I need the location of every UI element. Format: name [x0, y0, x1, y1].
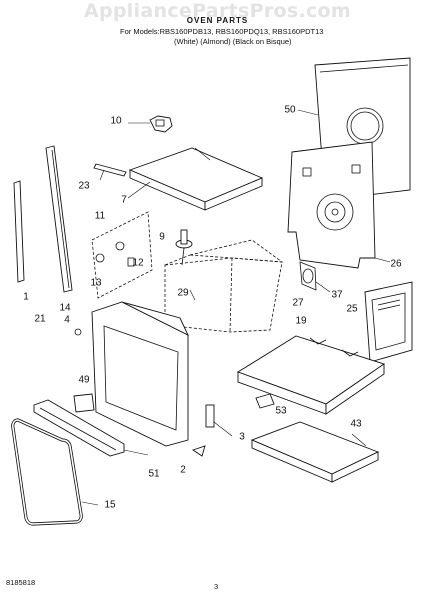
- part-19-bottom-panel: [236, 335, 386, 415]
- callout-37: 37: [331, 289, 343, 301]
- part-43-bottom-cover: [250, 421, 380, 483]
- doc-number: 8185818: [6, 578, 36, 587]
- callout-14: 14: [59, 302, 71, 314]
- callout-3: 3: [239, 431, 245, 443]
- part-2-small-part: [191, 445, 206, 457]
- callout-53: 53: [275, 405, 287, 417]
- callout-21: 21: [34, 313, 46, 325]
- part-53-bracket: [255, 393, 275, 409]
- callout-27: 27: [292, 297, 304, 309]
- callout-49: 49: [78, 374, 90, 386]
- part-9-thermostat: [175, 229, 193, 266]
- model-colors: (White) (Almond) (Black on Bisque): [174, 37, 292, 46]
- watermark: AppliancePartsPros.com: [83, 0, 351, 22]
- part-37-gasket: [299, 261, 331, 293]
- callout-13: 13: [90, 277, 102, 289]
- callout-19: 19: [295, 315, 307, 327]
- model-numbers: For Models:RBS160PDB13, RBS160PDQ13, RBS…: [120, 27, 324, 36]
- part-14-front-frame: [74, 301, 189, 447]
- callout-23: 23: [78, 180, 90, 192]
- part-11-13-control-bracket: [91, 211, 153, 299]
- callout-12: 12: [132, 257, 144, 269]
- callout-29: 29: [177, 287, 189, 299]
- callout-26: 26: [390, 258, 402, 270]
- callout-51: 51: [148, 468, 160, 480]
- callout-1: 1: [23, 291, 29, 303]
- callout-50: 50: [284, 104, 296, 116]
- part-25-inner-panel: [364, 281, 413, 363]
- part-26-rear-bracket: [287, 141, 391, 269]
- callout-43: 43: [350, 418, 362, 430]
- callout-4: 4: [64, 314, 70, 326]
- callout-7: 7: [121, 194, 127, 206]
- callout-11: 11: [94, 210, 106, 222]
- part-10-clip: [128, 115, 173, 133]
- part-49-lower-strip: [73, 393, 95, 413]
- page-number: 3: [214, 582, 219, 591]
- part-27-oven-cavity: [164, 239, 284, 333]
- callout-25: 25: [346, 303, 358, 315]
- callout-10: 10: [110, 115, 122, 127]
- callout-15: 15: [104, 499, 116, 511]
- part-21-side-trim: [45, 145, 73, 293]
- callout-2: 2: [180, 464, 186, 476]
- part-15-door-gasket: [11, 418, 99, 526]
- part-7-top-panel: [127, 147, 264, 211]
- part-23-bar: [93, 163, 127, 181]
- callout-9: 9: [159, 231, 165, 243]
- part-3-clip: [205, 404, 233, 437]
- part-51-vent-trim: [33, 399, 149, 457]
- part-1-side-trim: [13, 180, 25, 283]
- diagram-title: OVEN PARTS: [186, 16, 249, 25]
